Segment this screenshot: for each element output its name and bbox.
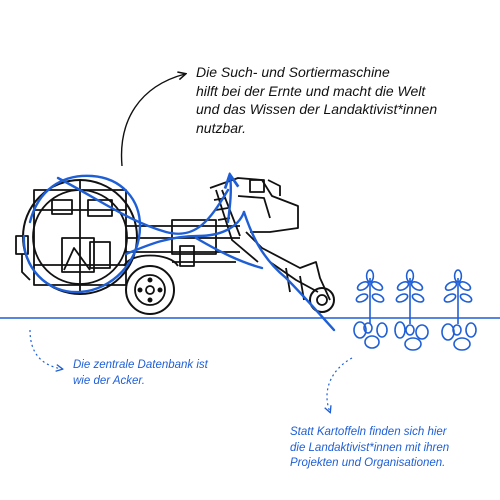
potato-plant-icon bbox=[353, 269, 388, 349]
curved-arrow-icon bbox=[327, 357, 353, 412]
potato-plant-icon bbox=[394, 269, 429, 351]
database-caption: Die zentrale Datenbank ist wie der Acker… bbox=[73, 359, 208, 387]
potatoes-caption: Statt Kartoffeln finden sich hier die La… bbox=[290, 426, 450, 469]
potato-harvester bbox=[15, 177, 335, 315]
machine-caption: Die Such- und Sortiermaschine hilft bei … bbox=[196, 64, 438, 136]
potato-plant-icon bbox=[441, 269, 477, 351]
curved-arrow-icon bbox=[29, 329, 62, 369]
data-flow-lines bbox=[22, 176, 336, 332]
curved-arrow-icon bbox=[120, 74, 185, 167]
